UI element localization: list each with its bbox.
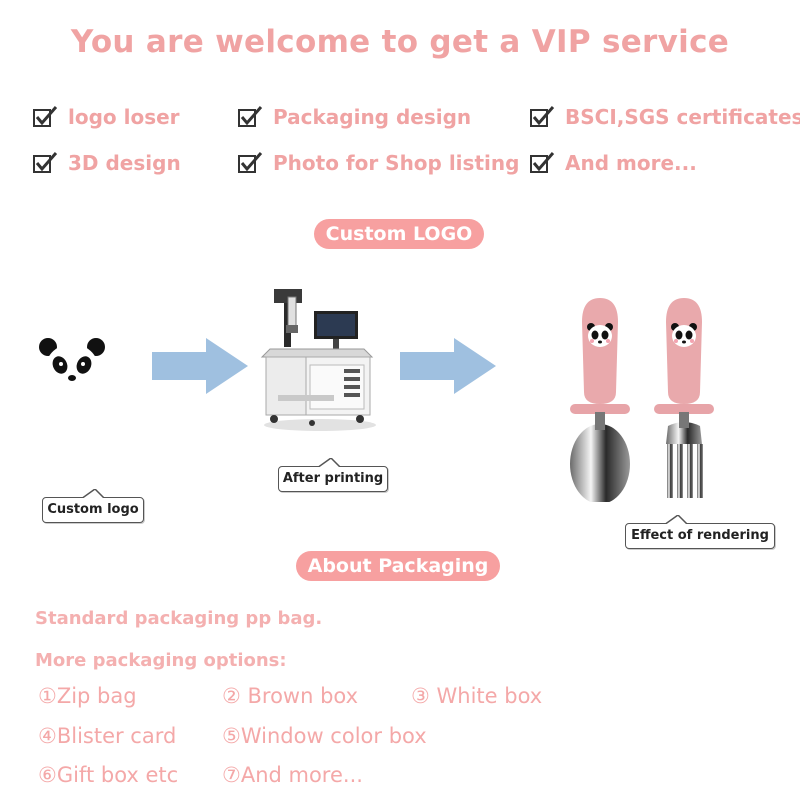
packaging-option: ③ White box — [411, 684, 543, 708]
callout-label: Custom logo — [47, 502, 139, 517]
feature-label: And more... — [565, 151, 697, 175]
feature-and-more: And more... — [529, 151, 697, 175]
callout-pointer-icon — [317, 458, 347, 468]
packaging-option: ⑦And more... — [222, 763, 363, 787]
arrow-right-icon — [152, 338, 248, 394]
checkbox-checked-icon — [530, 106, 555, 127]
feature-label: Packaging design — [273, 105, 472, 129]
packaging-option: ④Blister card — [38, 724, 177, 748]
callout-label: Effect of rendering — [631, 528, 769, 543]
feature-label: Photo for Shop listing — [273, 151, 520, 175]
feature-label: logo loser — [68, 105, 180, 129]
checkbox-checked-icon — [33, 152, 58, 173]
packaging-option: ② Brown box — [222, 684, 359, 708]
feature-label: 3D design — [68, 151, 181, 175]
packaging-option: ⑤Window color box — [222, 724, 427, 748]
callout-label: After printing — [282, 471, 384, 486]
panda-logo-icon — [39, 338, 105, 390]
callout-effect-of-rendering: Effect of rendering — [625, 515, 775, 549]
section-custom-logo-pill: Custom LOGO — [314, 219, 484, 249]
callout-pointer-icon — [81, 489, 111, 499]
more-packaging-options-text: More packaging options: — [35, 650, 287, 671]
feature-shop-photo: Photo for Shop listing — [237, 151, 519, 175]
packaging-option: ①Zip bag — [38, 684, 137, 708]
checkbox-checked-icon — [530, 152, 555, 173]
callout-after-printing: After printing — [278, 458, 388, 492]
feature-packaging-design: Packaging design — [237, 105, 471, 129]
checkbox-checked-icon — [238, 106, 263, 127]
feature-certificates: BSCI,SGS certificates — [529, 105, 800, 129]
packaging-option: ⑥Gift box etc — [38, 763, 179, 787]
callout-pointer-icon — [664, 515, 694, 525]
callout-custom-logo: Custom logo — [42, 489, 144, 523]
feature-3d-design: 3D design — [32, 151, 181, 175]
arrow-right-icon — [400, 338, 496, 394]
checkbox-checked-icon — [238, 152, 263, 173]
checkbox-checked-icon — [33, 106, 58, 127]
feature-label: BSCI,SGS certificates — [565, 105, 800, 129]
laser-printing-machine-image — [260, 289, 376, 431]
page-title: You are welcome to get a VIP service — [70, 24, 730, 60]
section-about-packaging-pill: About Packaging — [296, 551, 500, 581]
feature-logo-laser: logo loser — [32, 105, 180, 129]
panda-spoon-fork-rendering-image — [570, 298, 714, 502]
standard-packaging-text: Standard packaging pp bag. — [35, 608, 323, 629]
